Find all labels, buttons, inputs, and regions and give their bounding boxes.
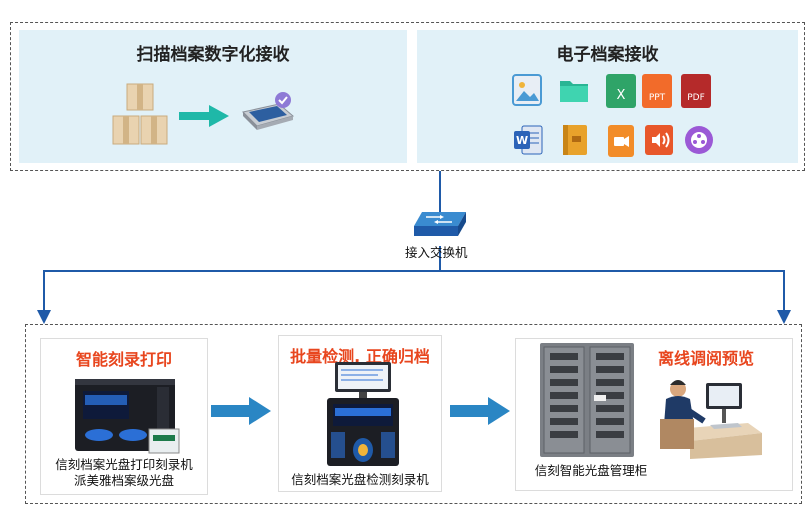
check-panel: 批量检测, 正确归档 信刻档案光盘检测刻录机 [278,335,442,492]
top-container [10,22,805,171]
cabinet-caption: 信刻智能光盘管理柜 [534,463,648,478]
bottom-container [25,324,802,504]
electronic-title: 电子档案接收 [556,45,659,65]
reading-desk-user-icon [660,380,762,459]
cabinet-panel: 离线调阅预览 信刻智能光盘管理柜 [515,338,793,491]
pdf-label: PDF [687,93,705,103]
check-caption: 信刻档案光盘检测刻录机 [291,472,429,487]
network-switch-icon [414,212,466,236]
scan-arrow-icon [179,105,229,127]
archive-boxes-icon [112,83,168,145]
switch-label: 接入交换机 [405,245,468,260]
check-title: 批量检测, 正确归档 [290,347,430,366]
burn-caption-line2: 派美雅档案级光盘 [73,473,174,488]
flow-arrow-icon [211,397,271,425]
ppt-label: PPT [648,93,666,103]
burn-panel: 智能刻录打印 信刻档案光盘打印刻录机 派美雅档案级光盘 [40,338,208,495]
scan-panel: 扫描档案数字化接收 [19,30,407,163]
disc-printer-burner-icon [75,379,180,454]
excel-label: X [616,88,626,103]
excel-file-icon: X [606,74,636,108]
audio-file-icon [644,124,674,156]
flow-arrow-icon [450,397,510,425]
burn-title: 智能刻录打印 [75,350,172,369]
word-file-icon: W [512,124,544,156]
archive-file-icon [561,124,589,156]
disc-check-burner-icon [327,362,399,466]
image-file-icon [512,74,542,106]
word-label: W [516,134,529,147]
pdf-file-icon: PDF [681,74,711,108]
disc-cabinet-icon [540,343,634,457]
ppt-file-icon: PPT [642,74,672,108]
burn-caption-line1: 信刻档案光盘打印刻录机 [55,457,193,472]
folder-icon [558,75,590,105]
video-file-icon [606,124,636,158]
scanner-icon [242,92,295,130]
scan-title: 扫描档案数字化接收 [136,45,290,65]
media-file-icon [684,124,714,156]
cabinet-title: 离线调阅预览 [657,349,754,368]
